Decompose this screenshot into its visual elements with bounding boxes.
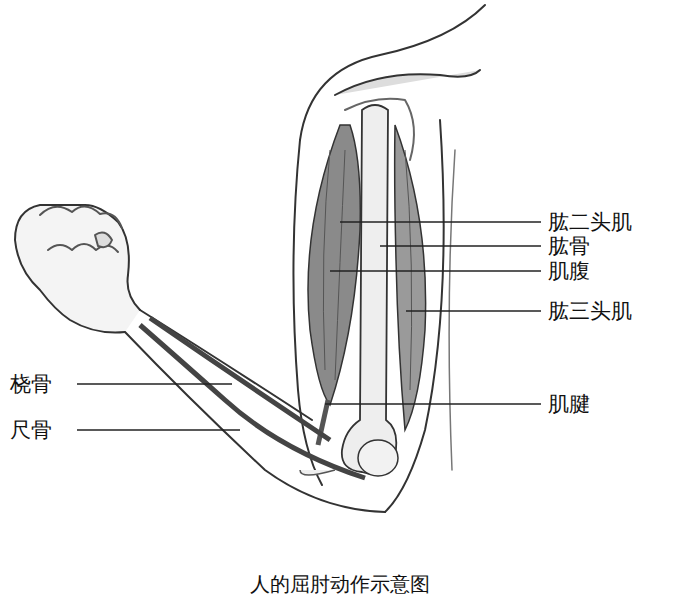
tendon-label: 肌腱: [548, 394, 590, 415]
humerus: [342, 105, 396, 474]
ulna: [140, 325, 365, 478]
bone-label: 肱骨: [548, 236, 590, 257]
radius: [150, 318, 330, 440]
bone-label: 尺骨: [10, 420, 52, 441]
figure-caption: 人的屈肘动作示意图: [250, 574, 430, 594]
bone-label: 桡骨: [10, 374, 52, 395]
muscle-label: 肱三头肌: [548, 301, 632, 322]
triceps: [395, 125, 426, 430]
muscle-label: 肌腹: [548, 261, 590, 282]
biceps: [308, 125, 360, 405]
muscle-label: 肱二头肌: [548, 212, 632, 233]
